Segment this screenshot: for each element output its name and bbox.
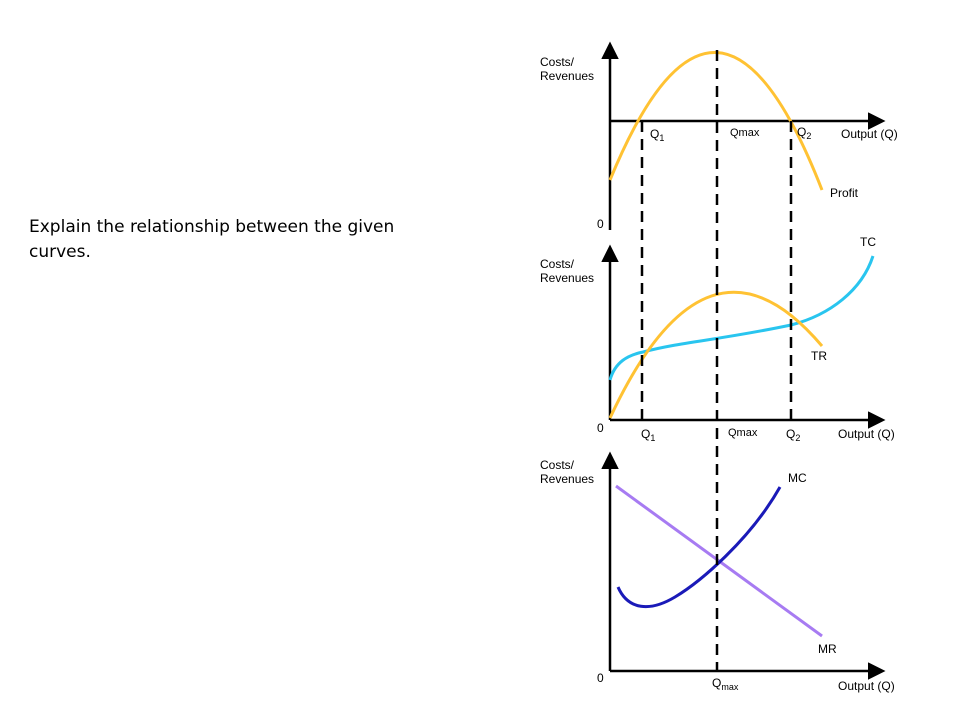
profit-qmax-label: Qmax	[730, 127, 760, 139]
profit-curve-label: Profit	[830, 186, 859, 200]
total-qmax-label: Qmax	[728, 427, 758, 439]
marginal-qmax-label: Qmax	[712, 676, 739, 692]
total-q2-label: Q2	[786, 427, 800, 443]
guide-lines	[640, 50, 793, 671]
mc-label: MC	[788, 471, 807, 485]
marginal-panel: Costs/ Revenues 0 Qmax Output (Q) MC MR	[540, 451, 895, 693]
total-panel: Costs/ Revenues 0 Q1 Qmax Q2 Output (Q) …	[540, 235, 895, 443]
mr-label: MR	[818, 642, 837, 656]
profit-q1-label: Q1	[650, 127, 664, 143]
tr-curve	[608, 290, 824, 419]
total-y-label: Costs/ Revenues	[540, 257, 594, 285]
tc-label: TC	[860, 235, 876, 249]
profit-panel: Costs/ Revenues 0 Q1 Qmax Q2 Output (Q) …	[540, 41, 898, 231]
total-x-label: Output (Q)	[838, 427, 895, 441]
marginal-origin-label: 0	[597, 671, 604, 685]
profit-x-label: Output (Q)	[841, 127, 898, 141]
total-q1-label: Q1	[641, 427, 655, 443]
profit-y-label: Costs/ Revenues	[540, 55, 594, 83]
total-origin-label: 0	[597, 421, 604, 435]
tc-curve	[608, 255, 875, 381]
tr-label: TR	[811, 349, 827, 363]
profit-q2-label: Q2	[797, 125, 811, 141]
mc-curve	[616, 486, 782, 609]
marginal-x-label: Output (Q)	[838, 679, 895, 693]
marginal-y-label: Costs/ Revenues	[540, 458, 594, 486]
profit-origin-label: 0	[597, 217, 604, 231]
question-text: Explain the relationship between the giv…	[29, 217, 395, 262]
